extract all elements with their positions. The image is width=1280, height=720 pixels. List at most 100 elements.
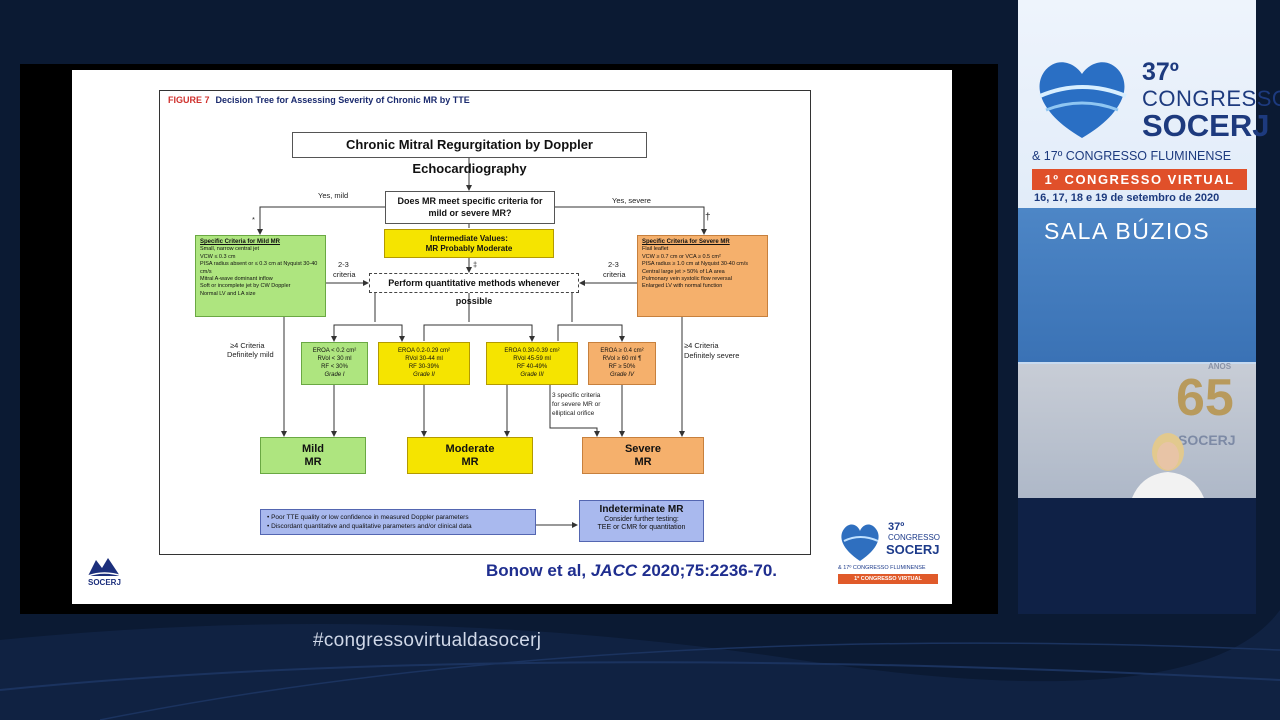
sidebar-number: 37º [1142, 58, 1179, 86]
grade-2-label: Grade II [413, 372, 435, 378]
grade-3-label: Grade III [520, 372, 544, 378]
grade-2-rf: RF 30-39% [408, 364, 440, 370]
poor-quality-item: • Poor TTE quality or low confidence in … [267, 514, 469, 521]
mild-criteria-heading: Specific Criteria for Mild MR [200, 239, 281, 245]
hashtag-text: #congressovirtualdasocerj [313, 630, 542, 651]
grade-2-eroa: EROA 0.2-0.29 cm² [397, 348, 451, 354]
specific-criteria-1: 3 specific criteria [552, 392, 601, 399]
sidebar-dates: 16, 17, 18 e 19 de setembro de 2020 [1034, 192, 1220, 204]
specific-criteria-2: for severe MR or [552, 401, 601, 408]
anos-socerj: SOCERJ [1178, 432, 1236, 448]
poor-quality-item-text: Discordant quantitative and qualitative … [271, 523, 472, 530]
grade-2-box: EROA 0.2-0.29 cm² RVol 30-44 ml RF 30-39… [378, 342, 470, 385]
question-line-2: mild or severe MR? [428, 208, 512, 218]
mild-criteria-item: Soft or incomplete jet by CW Doppler [200, 283, 291, 290]
severe-criteria-item: VCW ≥ 0.7 cm or VCA ≥ 0.5 cm² [642, 253, 721, 260]
mild-criteria-box: Specific Criteria for Mild MR Small, nar… [195, 235, 326, 317]
figure-border [159, 90, 811, 555]
citation-ref: 2020;75:2236-70. [637, 561, 778, 580]
sidebar-socerj: SOCERJ [1142, 108, 1270, 143]
indeterminate-line-2: TEE or CMR for quantitation [597, 524, 686, 531]
grade-4-label: Grade IV [609, 372, 634, 378]
sidebar-virtual-badge: 1º CONGRESSO VIRTUAL [1032, 169, 1247, 190]
right-definitely-1: ≥4 Criteria [684, 341, 719, 350]
severe-mr-box: Severe MR [582, 437, 704, 474]
intermediate-line-2: MR Probably Moderate [425, 244, 513, 253]
severe-mr-line-2: MR [634, 456, 652, 468]
dagger-right: † [705, 212, 711, 223]
severe-criteria-item: Flail leaflet [642, 246, 669, 253]
congress-mini-logo: 37º CONGRESSO SOCERJ & 17º CONGRESSO FLU… [836, 519, 946, 589]
mild-criteria-item: Normal LV and LA size [200, 290, 256, 297]
poor-quality-item-text: Poor TTE quality or low confidence in me… [271, 514, 469, 521]
severe-mr-line-1: Severe [624, 443, 662, 455]
intermediate-box: Intermediate Values: MR Probably Moderat… [384, 229, 554, 258]
citation: Bonow et al, JACC 2020;75:2236-70. [486, 561, 777, 581]
severe-criteria-heading: Specific Criteria for Severe MR [642, 239, 730, 245]
anos-text: ANOS [1208, 362, 1232, 371]
criteria-left-1: 2-3 [338, 260, 349, 269]
grade-3-box: EROA 0.30-0.39 cm² RVol 45-59 ml RF 40-4… [486, 342, 578, 385]
mild-mr-line-1: Mild [302, 443, 324, 455]
criteria-left-2: criteria [333, 270, 356, 279]
grade-1-rf: RF < 30% [321, 364, 348, 370]
grade-3-rf: RF 40-49% [516, 364, 548, 370]
grade-4-rvol: RVol ≥ 60 ml ¶ [602, 356, 642, 362]
grade-4-rf: RF ≥ 50% [608, 364, 636, 370]
question-line-1: Does MR meet specific criteria for [397, 196, 543, 206]
figure-title-text: Decision Tree for Assessing Severity of … [215, 95, 470, 105]
grade-1-box: EROA < 0.2 cm² RVol < 30 ml RF < 30% Gra… [301, 342, 368, 385]
congress-sidebar: 37º CONGRESSO SOCERJ & 17º CONGRESSO FLU… [1018, 0, 1280, 614]
presentation-slide: FIGURE 7 Decision Tree for Assessing Seve… [72, 70, 952, 604]
mild-criteria-item: Small, narrow central jet [200, 246, 259, 253]
dagger-left: * [252, 215, 255, 224]
criteria-right-2: criteria [603, 270, 626, 279]
moderate-mr-line-1: Moderate [445, 443, 495, 455]
sidebar-room: SALA BÚZIOS [1044, 218, 1211, 244]
sidebar-bottom-panel [1018, 498, 1256, 614]
heart-logo-icon [841, 524, 879, 561]
criteria-right-1: 2-3 [608, 260, 619, 269]
intermediate-line-1: Intermediate Values: [430, 234, 508, 243]
figure-label: FIGURE 7 [168, 95, 210, 105]
severe-criteria-item: PISA radius ≥ 1.0 cm at Nyquist 30-40 cm… [642, 261, 749, 268]
mild-criteria-item: Mitral A-wave dominant inflow [200, 276, 273, 283]
grade-3-eroa: EROA 0.30-0.39 cm² [504, 348, 560, 354]
severe-criteria-item: Enlarged LV with normal function [642, 283, 723, 290]
figure-title: FIGURE 7 Decision Tree for Assessing Seve… [168, 95, 470, 105]
anos-number: 65 [1176, 369, 1234, 427]
mild-criteria-item: PISA radius absent or ≤ 0.3 cm at Nyquis… [200, 261, 318, 275]
indeterminate-line-1: Consider further testing: [604, 516, 679, 523]
sidebar-blue-band [1018, 208, 1256, 362]
yes-mild-label: Yes, mild [318, 191, 349, 200]
mild-mr-box: Mild MR [260, 437, 366, 474]
left-definitely-2: Definitely mild [227, 350, 274, 359]
citation-journal: JACC [590, 561, 638, 580]
65-anos-logo: ANOS 65 SOCERJ [1168, 362, 1256, 454]
speaker-video [1018, 364, 1256, 498]
moderate-mr-box: Moderate MR [407, 437, 533, 474]
poor-quality-box: • Poor TTE quality or low confidence in … [260, 509, 536, 535]
mild-criteria-item: VCW ≤ 0.3 cm [200, 253, 236, 260]
perform-quantitative-box: Perform quantitative methods whenever po… [369, 273, 579, 306]
mild-mr-line-2: MR [304, 456, 322, 468]
mountain-logo-icon [87, 558, 123, 577]
yes-severe-label: Yes, severe [612, 196, 651, 205]
grade-4-eroa: EROA ≥ 0.4 cm² [600, 348, 644, 354]
top-box: Chronic Mitral Regurgitation by Doppler … [292, 132, 647, 176]
question-box: Does MR meet specific criteria for mild … [385, 191, 555, 224]
mini-logo-congresso: CONGRESSO [888, 533, 941, 542]
grade-3-rvol: RVol 45-59 ml [513, 356, 551, 362]
socerj-slide-logo: SOCERJ [86, 554, 126, 588]
specific-criteria-3: elliptical orifice [552, 410, 595, 417]
poor-quality-item: • Discordant quantitative and qualitativ… [267, 523, 472, 530]
mini-logo-number: 37º [888, 521, 905, 533]
grade-1-rvol: RVol < 30 ml [317, 356, 352, 362]
indeterminate-title: Indeterminate MR [599, 504, 684, 515]
right-definitely-2: Definitely severe [684, 351, 740, 360]
left-definitely-1: ≥4 Criteria [230, 341, 265, 350]
socerj-slide-logo-text: SOCERJ [88, 578, 121, 587]
moderate-mr-line-2: MR [461, 456, 479, 468]
dagger-mid: ‡ [473, 260, 478, 269]
severe-criteria-item: Pulmonary vein systolic flow reversal [642, 276, 732, 283]
